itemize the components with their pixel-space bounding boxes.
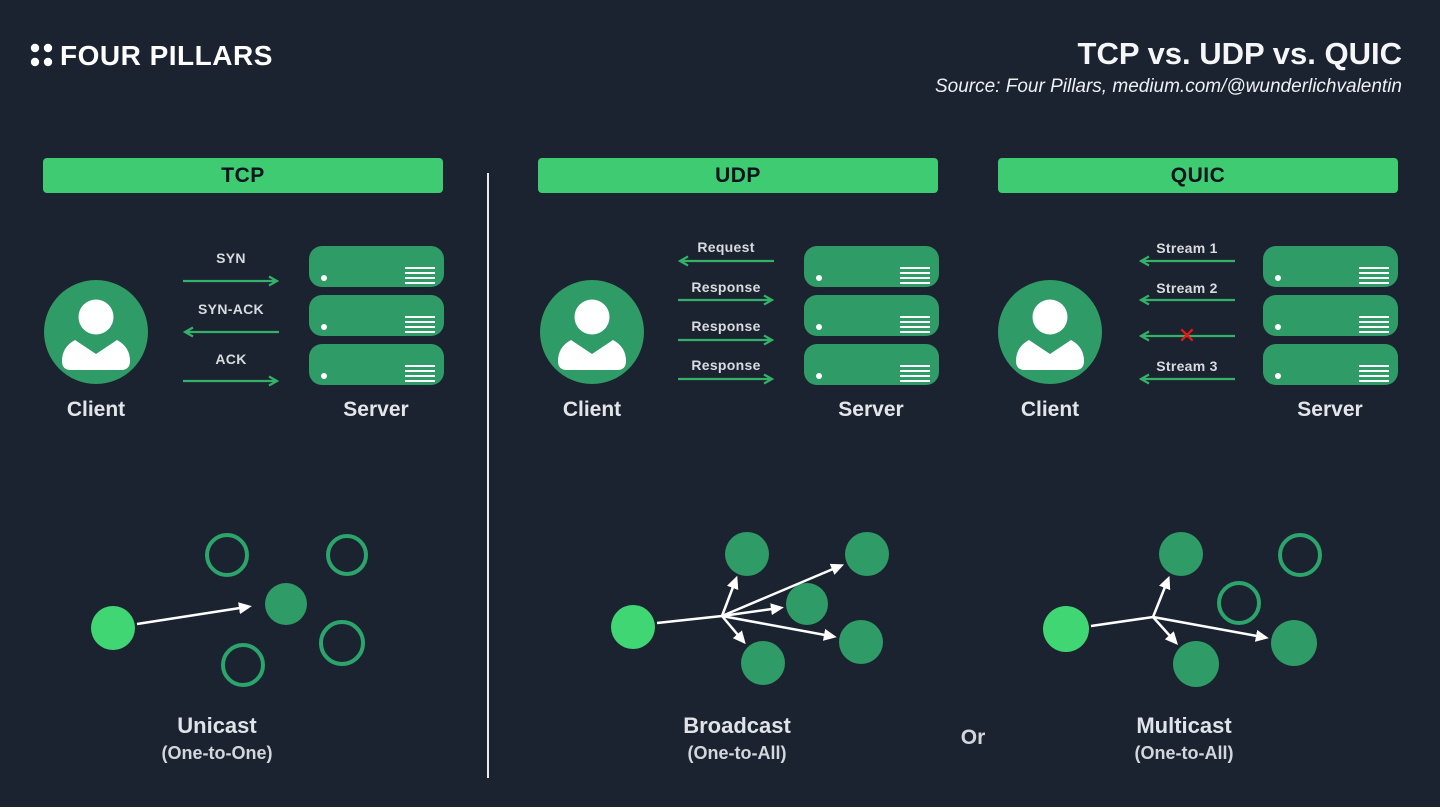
arrow-right-icon [678,334,774,346]
message-label: Stream 3 [1156,358,1218,374]
server-vents-icon [900,267,930,284]
arrow-left-icon [678,255,774,267]
message-label: ACK [215,351,247,367]
server-led-icon [1275,373,1281,379]
server-node [1263,344,1398,385]
server-node [804,295,939,336]
arrow-left-icon [1139,373,1235,385]
tcp-header-bar: TCP [43,158,443,193]
section-divider [487,173,489,778]
multicast-diagram [1043,532,1322,687]
message-label: Stream 1 [1156,240,1218,256]
message-label: SYN [216,250,246,266]
arrow-left-icon [183,326,279,338]
server-node [309,295,444,336]
message-label: Request [697,239,755,255]
bottom-edge-strip [0,807,1440,810]
message-label: Response [691,279,761,295]
cast-title: Broadcast [683,713,791,738]
client-avatar [540,280,644,384]
server-node [804,344,939,385]
server-label: Server [1297,398,1363,421]
server-node [309,344,444,385]
server-vents-icon [900,316,930,333]
server-vents-icon [405,365,435,382]
brand-name: FOUR PILLARS [60,40,273,71]
arrow-right-icon [183,275,279,287]
cast-title: Multicast [1136,713,1232,738]
server-led-icon [1275,275,1281,281]
cast-subtitle: (One-to-All) [687,743,787,763]
arrow-left-icon [1139,294,1235,306]
server-node [1263,295,1398,336]
server-led-icon [816,373,822,379]
server-node [1263,246,1398,287]
cast-title: Unicast [177,713,257,738]
server-vents-icon [900,365,930,382]
arrow-right-icon [183,375,279,387]
client-label: Client [562,398,622,421]
client-avatar [44,280,148,384]
arrow-left-icon [1139,255,1235,267]
arrow-right-icon [678,373,774,385]
server-vents-icon [1359,316,1389,333]
server-led-icon [321,373,327,379]
server-vents-icon [1359,267,1389,284]
page-title: TCP vs. UDP vs. QUIC [1077,36,1402,71]
server-led-icon [321,275,327,281]
server-led-icon [816,324,822,330]
quic-header-bar: QUIC [998,158,1398,193]
server-led-icon [321,324,327,330]
server-node [309,246,444,287]
server-label: Server [838,398,904,421]
four-dots-logo-icon [30,43,53,67]
message-label: SYN-ACK [198,301,264,317]
server-vents-icon [405,316,435,333]
server-vents-icon [1359,365,1389,382]
arrow-left-icon [1139,330,1235,342]
message-label: Stream 2 [1156,280,1218,296]
server-stack [309,246,444,385]
server-led-icon [816,275,822,281]
udp-header-bar: UDP [538,158,938,193]
server-vents-icon [405,267,435,284]
client-label: Client [66,398,126,421]
cast-subtitle: (One-to-One) [161,743,273,763]
server-label: Server [343,398,409,421]
message-label: Response [691,318,761,334]
server-stack [1263,246,1398,385]
server-led-icon [1275,324,1281,330]
client-label: Client [1020,398,1080,421]
server-stack [804,246,939,385]
cast-subtitle: (One-to-All) [1134,743,1234,763]
arrow-right-icon [678,294,774,306]
unicast-diagram [91,533,368,687]
server-node [804,246,939,287]
broadcast-diagram [611,532,889,685]
source-attribution: Source: Four Pillars, medium.com/@wunder… [934,76,1402,97]
packet-loss-x-icon: ✕ [1177,323,1197,348]
or-label: Or [960,726,986,749]
message-label: Response [691,357,761,373]
client-avatar [998,280,1102,384]
